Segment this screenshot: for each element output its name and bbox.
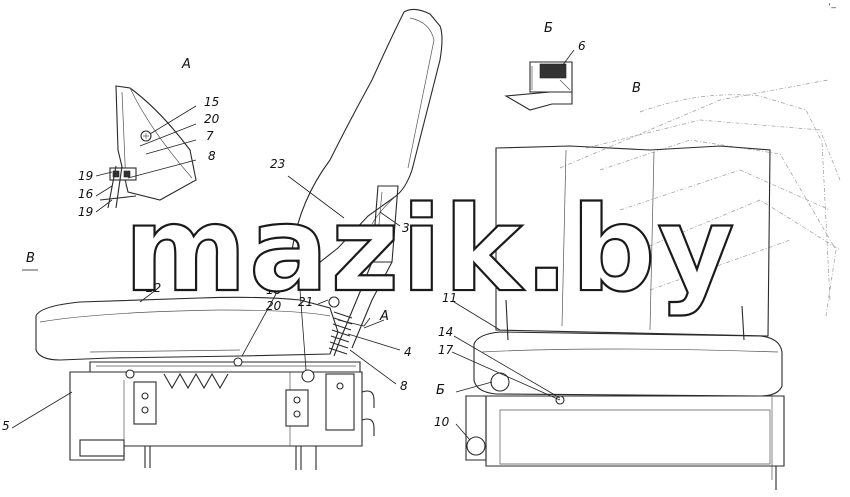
callout-4: 4 xyxy=(404,345,412,359)
seat-cushion xyxy=(35,296,339,361)
callout-8-a: 8 xyxy=(208,149,216,163)
seat-front-view xyxy=(465,79,841,490)
backrest-cushion xyxy=(291,8,443,271)
backrest-front xyxy=(495,145,771,337)
view-label-v-left: В xyxy=(26,251,35,266)
view-arrows xyxy=(22,269,385,329)
callout-9: 9 xyxy=(297,279,305,293)
callout-numbers: 15 20 7 8 19 16 19 23 3 22 18 9 20 21 4 … xyxy=(2,39,586,433)
callout-18: 18 xyxy=(266,283,282,297)
callout-7: 7 xyxy=(206,129,214,143)
seat-side-view xyxy=(35,8,443,470)
callout-15: 15 xyxy=(204,95,219,109)
callout-23: 23 xyxy=(270,157,285,171)
watermark-text: mazik.by xyxy=(124,180,736,318)
view-label-v-right: В xyxy=(632,81,641,96)
corner-mark: ʼ‒ xyxy=(828,3,837,13)
callout-3: 3 xyxy=(402,221,410,235)
callout-6: 6 xyxy=(578,39,586,53)
view-label-b-bottom: Б xyxy=(436,383,445,398)
detail-a-view xyxy=(99,85,197,209)
callout-20-a: 20 xyxy=(204,112,220,126)
callout-19-a: 19 xyxy=(78,169,93,183)
view-labels: А Б В В А Б xyxy=(26,21,641,398)
view-label-a-arrow: А xyxy=(379,309,389,324)
callout-16: 16 xyxy=(78,187,94,201)
leader-lines xyxy=(11,49,575,441)
detail-b-view xyxy=(504,61,573,111)
callout-22: 22 xyxy=(146,281,161,295)
callout-5: 5 xyxy=(2,419,10,433)
view-label-b-top: Б xyxy=(544,21,553,36)
view-label-a-top: А xyxy=(181,57,191,72)
callout-11: 11 xyxy=(442,291,457,305)
callout-19-b: 19 xyxy=(78,205,93,219)
callout-20-b: 20 xyxy=(266,299,282,313)
callout-10: 10 xyxy=(434,415,450,429)
callout-14: 14 xyxy=(438,325,453,339)
callout-8-b: 8 xyxy=(400,379,408,393)
callout-17: 17 xyxy=(438,343,454,357)
cushion-front xyxy=(473,331,783,397)
callout-21: 21 xyxy=(298,295,313,309)
